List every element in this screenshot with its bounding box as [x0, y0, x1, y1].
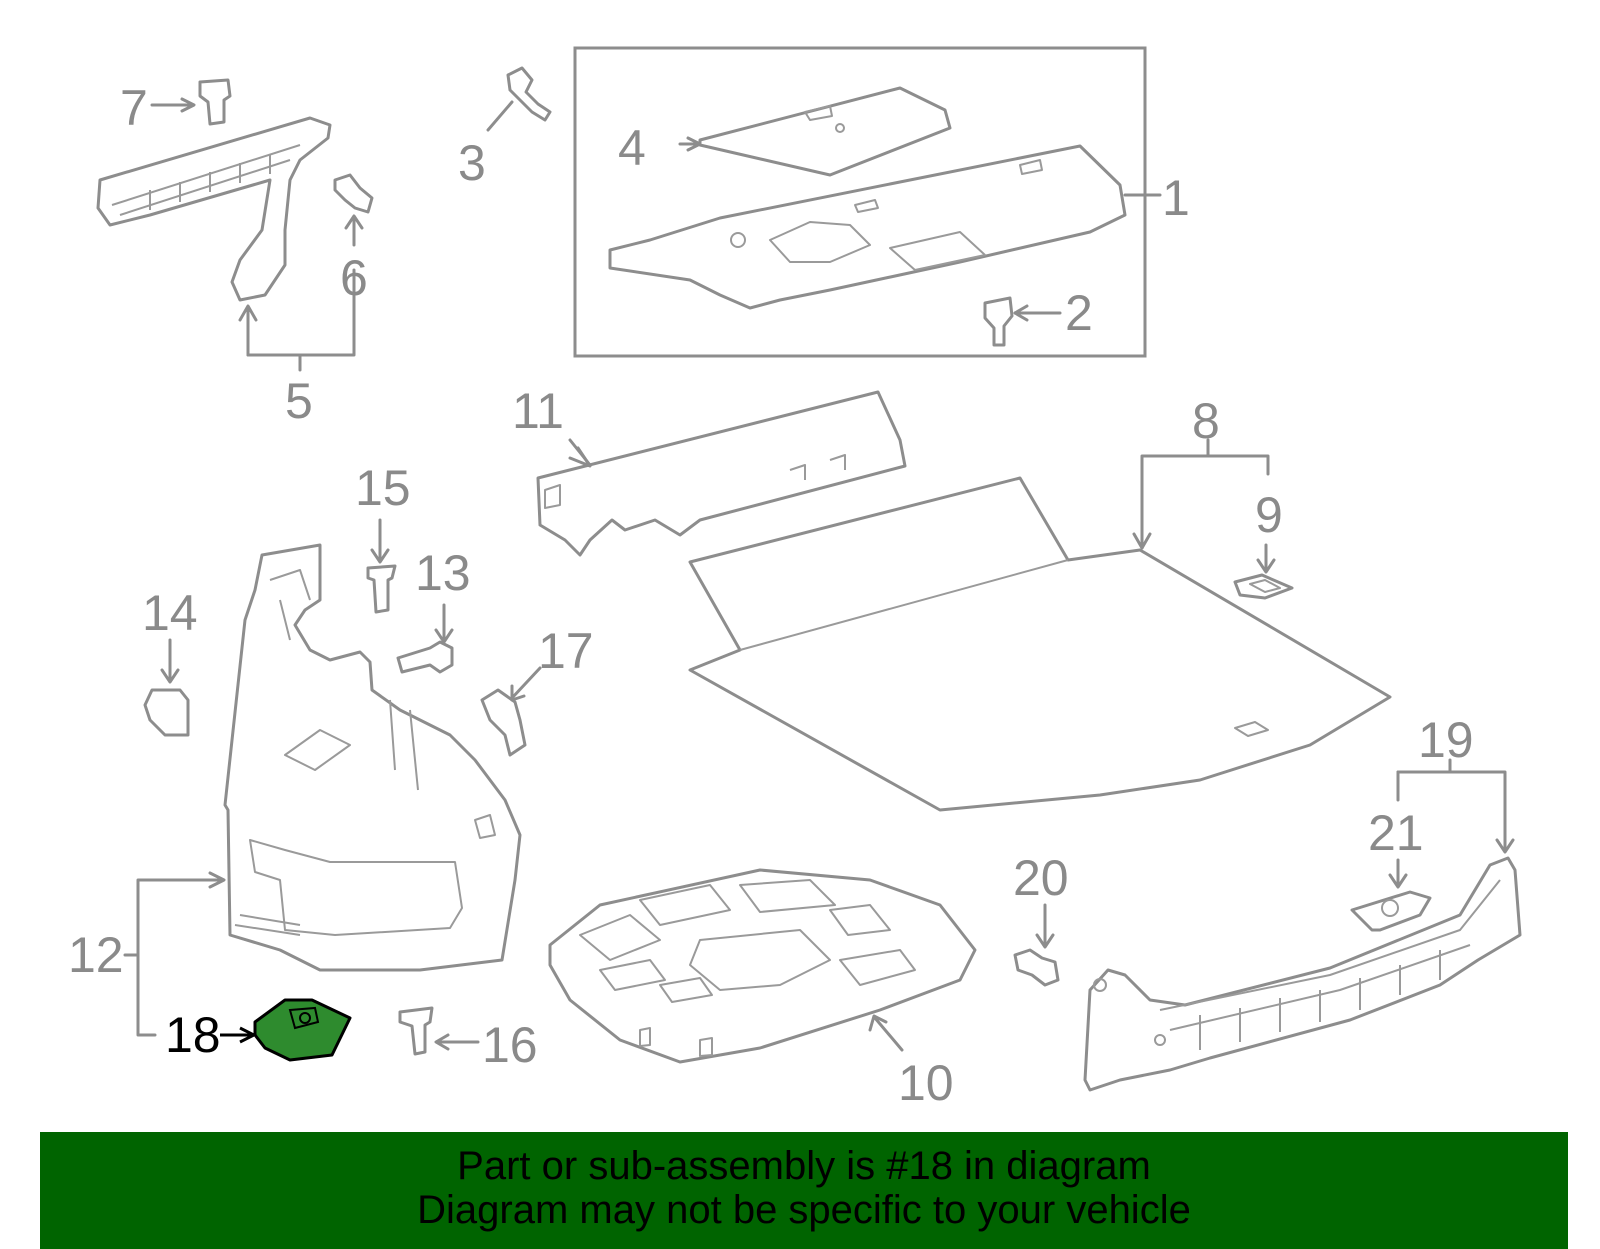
callout-14: 14	[142, 585, 198, 641]
part-7-clip[interactable]	[198, 78, 232, 126]
callout-11: 11	[512, 383, 564, 439]
part-18-pad[interactable]	[253, 998, 352, 1062]
callout-5: 5	[285, 373, 313, 429]
leader-14	[160, 638, 180, 684]
callout-7: 7	[120, 80, 148, 136]
part-15-pin[interactable]	[366, 564, 397, 614]
leader-9	[1256, 543, 1276, 574]
arrow-11	[568, 446, 592, 468]
leader-3	[486, 100, 514, 132]
callout-21: 21	[1368, 805, 1424, 861]
callout-16: 16	[482, 1017, 538, 1073]
leader-6	[344, 214, 364, 247]
leader-21	[1388, 858, 1408, 889]
callout-3: 3	[458, 135, 486, 191]
banner-line-2: Diagram may not be specific to your vehi…	[417, 1188, 1191, 1232]
callout-2: 2	[1065, 285, 1093, 341]
part-14-bracket[interactable]	[143, 688, 190, 737]
leader-5a	[238, 304, 258, 357]
part-5-bracket[interactable]	[96, 116, 332, 302]
part-10-tray[interactable]	[548, 868, 977, 1064]
leader-17	[510, 666, 542, 702]
callout-20: 20	[1013, 850, 1069, 906]
leader-12-upper	[136, 871, 226, 957]
part-6-clip[interactable]	[333, 173, 374, 214]
callout-1: 1	[1162, 170, 1190, 226]
leader-13	[434, 603, 454, 644]
banner-line-1: Part or sub-assembly is #18 in diagram	[457, 1144, 1151, 1188]
part-4-cover[interactable]	[698, 86, 952, 177]
callout-10: 10	[898, 1055, 954, 1111]
leader-5	[246, 268, 356, 357]
arrow-4	[686, 136, 702, 152]
part-1-tray-panel[interactable]	[608, 144, 1127, 310]
leader-7	[150, 97, 196, 113]
callout-17: 17	[538, 623, 594, 679]
info-banner: Part or sub-assembly is #18 in diagram D…	[40, 1132, 1568, 1249]
leader-20	[1035, 903, 1055, 949]
part-21-clip[interactable]	[1350, 890, 1432, 932]
part-19-scuff-plate[interactable]	[1083, 856, 1522, 1092]
part-13-bolt[interactable]	[396, 640, 454, 674]
part-9-clip[interactable]	[1233, 573, 1294, 600]
part-8-floor-board[interactable]	[688, 476, 1392, 812]
leader-18	[220, 1026, 258, 1044]
part-3-bolt[interactable]	[506, 66, 552, 122]
leader-19	[1396, 770, 1515, 854]
callout-19: 19	[1418, 712, 1474, 768]
leader-10	[868, 1014, 904, 1052]
callout-8: 8	[1192, 393, 1220, 449]
callout-6: 6	[340, 250, 368, 306]
group-box-1	[573, 46, 1147, 358]
leader-12-lower	[136, 953, 157, 1037]
callout-12: 12	[68, 927, 124, 983]
leader-8	[1140, 454, 1270, 550]
callout-15: 15	[355, 460, 411, 516]
part-12-side-trim[interactable]	[223, 543, 522, 972]
part-17-bracket[interactable]	[480, 688, 527, 757]
callout-18: 18	[165, 1007, 221, 1063]
part-2-clip[interactable]	[983, 296, 1062, 347]
arrow-8	[1132, 532, 1152, 550]
part-11-trim[interactable]	[536, 390, 907, 557]
callout-4: 4	[618, 120, 646, 176]
part-16-clip[interactable]	[398, 1006, 434, 1056]
callout-9: 9	[1255, 487, 1283, 543]
part-20-clip[interactable]	[1013, 948, 1060, 987]
leader-15	[370, 518, 390, 564]
leader-16	[434, 1033, 480, 1051]
callout-13: 13	[415, 545, 471, 601]
